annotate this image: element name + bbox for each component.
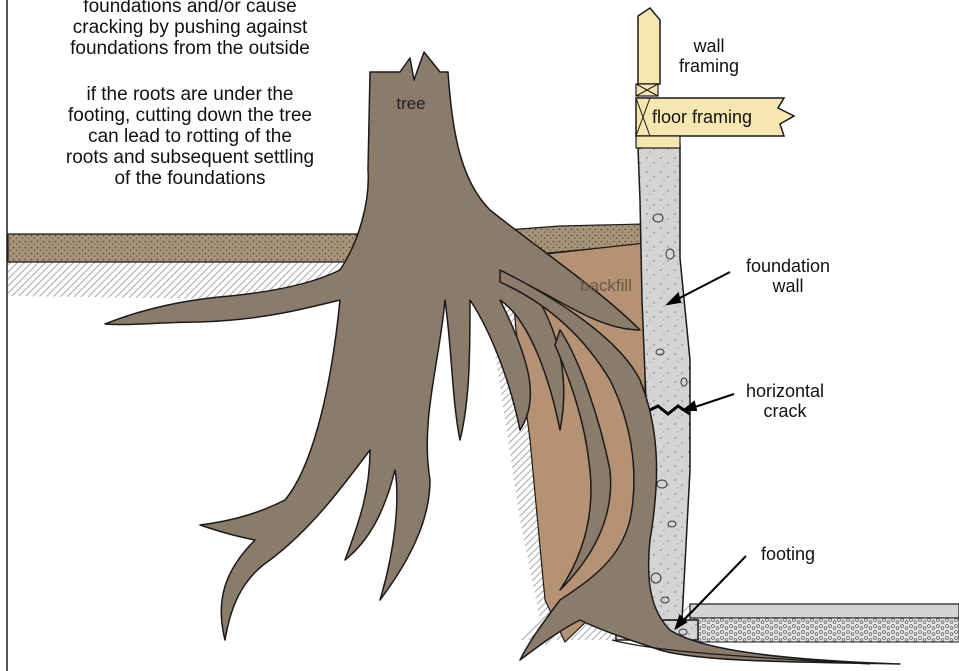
label-tree: tree	[386, 94, 436, 114]
wall-stud	[638, 8, 660, 84]
label-line: crack	[730, 401, 840, 421]
note-line: foundations from the outside	[20, 38, 360, 59]
note-line: roots and subsequent settling	[20, 147, 360, 168]
label-floor-framing: floor framing	[652, 107, 778, 127]
gravel-bed	[690, 618, 959, 642]
label-wall-framing: wall framing	[664, 36, 754, 76]
note-line: if the roots are under the	[20, 84, 360, 105]
explanation-note-pressure: foundations and/or cause cracking by pus…	[20, 0, 360, 59]
note-line: cracking by pushing against	[20, 17, 360, 38]
label-foundation-wall: foundation wall	[730, 256, 846, 296]
label-footing: footing	[748, 544, 828, 564]
basement-slab	[690, 604, 959, 618]
explanation-note-settling: if the roots are under the footing, cutt…	[20, 84, 360, 189]
label-horizontal-crack: horizontal crack	[730, 381, 840, 421]
sill-plate	[636, 136, 680, 148]
label-line: wall	[730, 276, 846, 296]
label-backfill: backfill	[566, 276, 646, 296]
label-line: framing	[664, 56, 754, 76]
label-line: horizontal	[730, 381, 840, 401]
label-line: wall	[664, 36, 754, 56]
label-line: foundation	[730, 256, 846, 276]
note-line: foundations and/or cause	[20, 0, 360, 17]
note-line: of the foundations	[20, 168, 360, 189]
note-line: footing, cutting down the tree	[20, 105, 360, 126]
note-line: can lead to rotting of the	[20, 126, 360, 147]
